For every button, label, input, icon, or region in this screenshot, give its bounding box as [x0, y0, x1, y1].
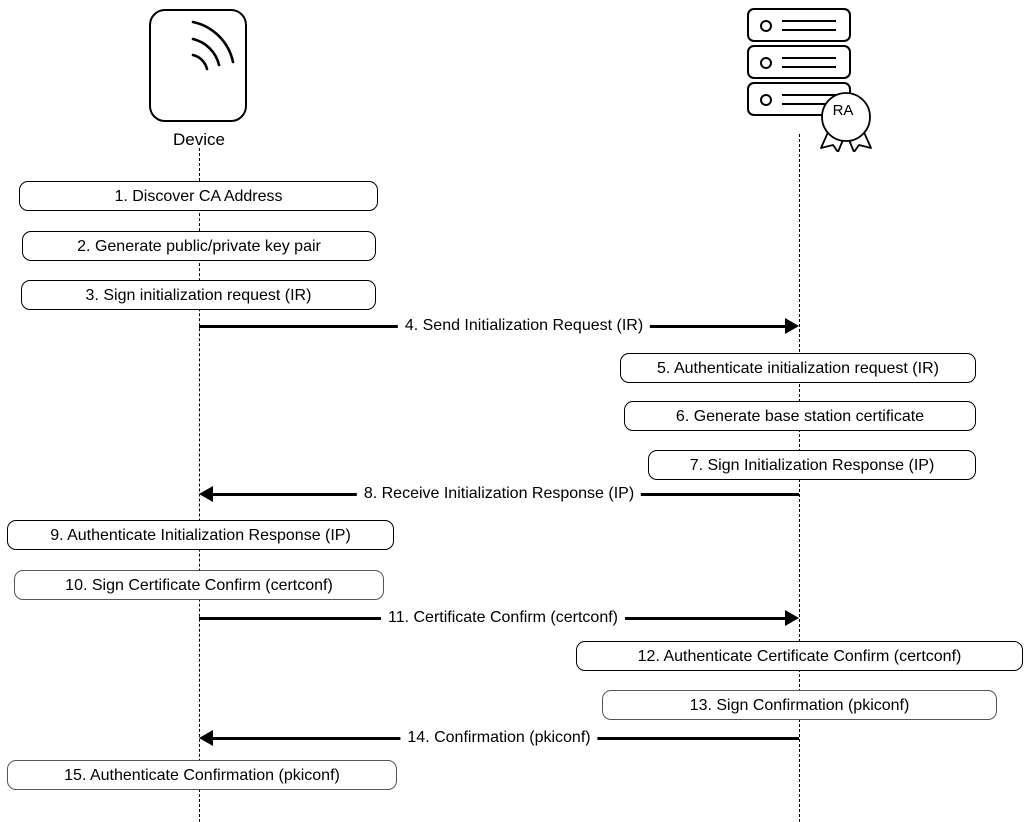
- wireless-waves-icon: [191, 20, 235, 71]
- actor-label-device: Device: [173, 130, 225, 149]
- message-8: 8. Receive Initialization Response (IP): [199, 482, 799, 508]
- rack-detail-line: [782, 103, 836, 105]
- arrowhead-left-icon: [199, 486, 213, 502]
- action-box-5: 5. Authenticate initialization request (…: [620, 353, 976, 383]
- action-box-3: 3. Sign initialization request (IR): [21, 280, 376, 310]
- rack-unit: [747, 8, 851, 42]
- certificate-ribbon-icon: [820, 92, 872, 152]
- message-14: 14. Confirmation (pkiconf): [199, 726, 799, 752]
- arrowhead-left-icon: [199, 730, 213, 746]
- message-11: 11. Certificate Confirm (certconf): [199, 606, 799, 632]
- arrowhead-right-icon: [785, 318, 799, 334]
- server-rack-icon: [747, 8, 851, 116]
- rack-led-icon: [760, 94, 772, 106]
- action-box-10: 10. Sign Certificate Confirm (certconf): [14, 570, 384, 600]
- rack-detail-line: [782, 66, 836, 68]
- action-box-13: 13. Sign Confirmation (pkiconf): [602, 690, 997, 720]
- message-label-4: 4. Send Initialization Request (IR): [397, 314, 651, 338]
- rack-detail-line: [782, 57, 836, 59]
- rack-detail-line: [782, 29, 836, 31]
- message-label-14: 14. Confirmation (pkiconf): [400, 726, 598, 750]
- action-box-12: 12. Authenticate Certificate Confirm (ce…: [576, 641, 1023, 671]
- message-4: 4. Send Initialization Request (IR): [199, 314, 799, 340]
- arrowhead-right-icon: [785, 610, 799, 626]
- action-box-7: 7. Sign Initialization Response (IP): [648, 450, 976, 480]
- message-label-8: 8. Receive Initialization Response (IP): [356, 482, 642, 506]
- lifeline-device: [199, 148, 200, 822]
- rack-led-icon: [760, 20, 772, 32]
- action-box-9: 9. Authenticate Initialization Response …: [7, 520, 394, 550]
- message-label-11: 11. Certificate Confirm (certconf): [381, 606, 625, 630]
- action-box-2: 2. Generate public/private key pair: [22, 231, 376, 261]
- rack-detail-line: [782, 20, 836, 22]
- rack-detail-line: [782, 94, 836, 96]
- action-box-6: 6. Generate base station certificate: [624, 401, 976, 431]
- actor-label-ra: RA: [832, 102, 854, 119]
- device-body-icon: [149, 9, 247, 122]
- action-box-15: 15. Authenticate Confirmation (pkiconf): [7, 760, 397, 790]
- rack-led-icon: [760, 57, 772, 69]
- action-box-1: 1. Discover CA Address: [19, 181, 378, 211]
- rack-unit: [747, 45, 851, 79]
